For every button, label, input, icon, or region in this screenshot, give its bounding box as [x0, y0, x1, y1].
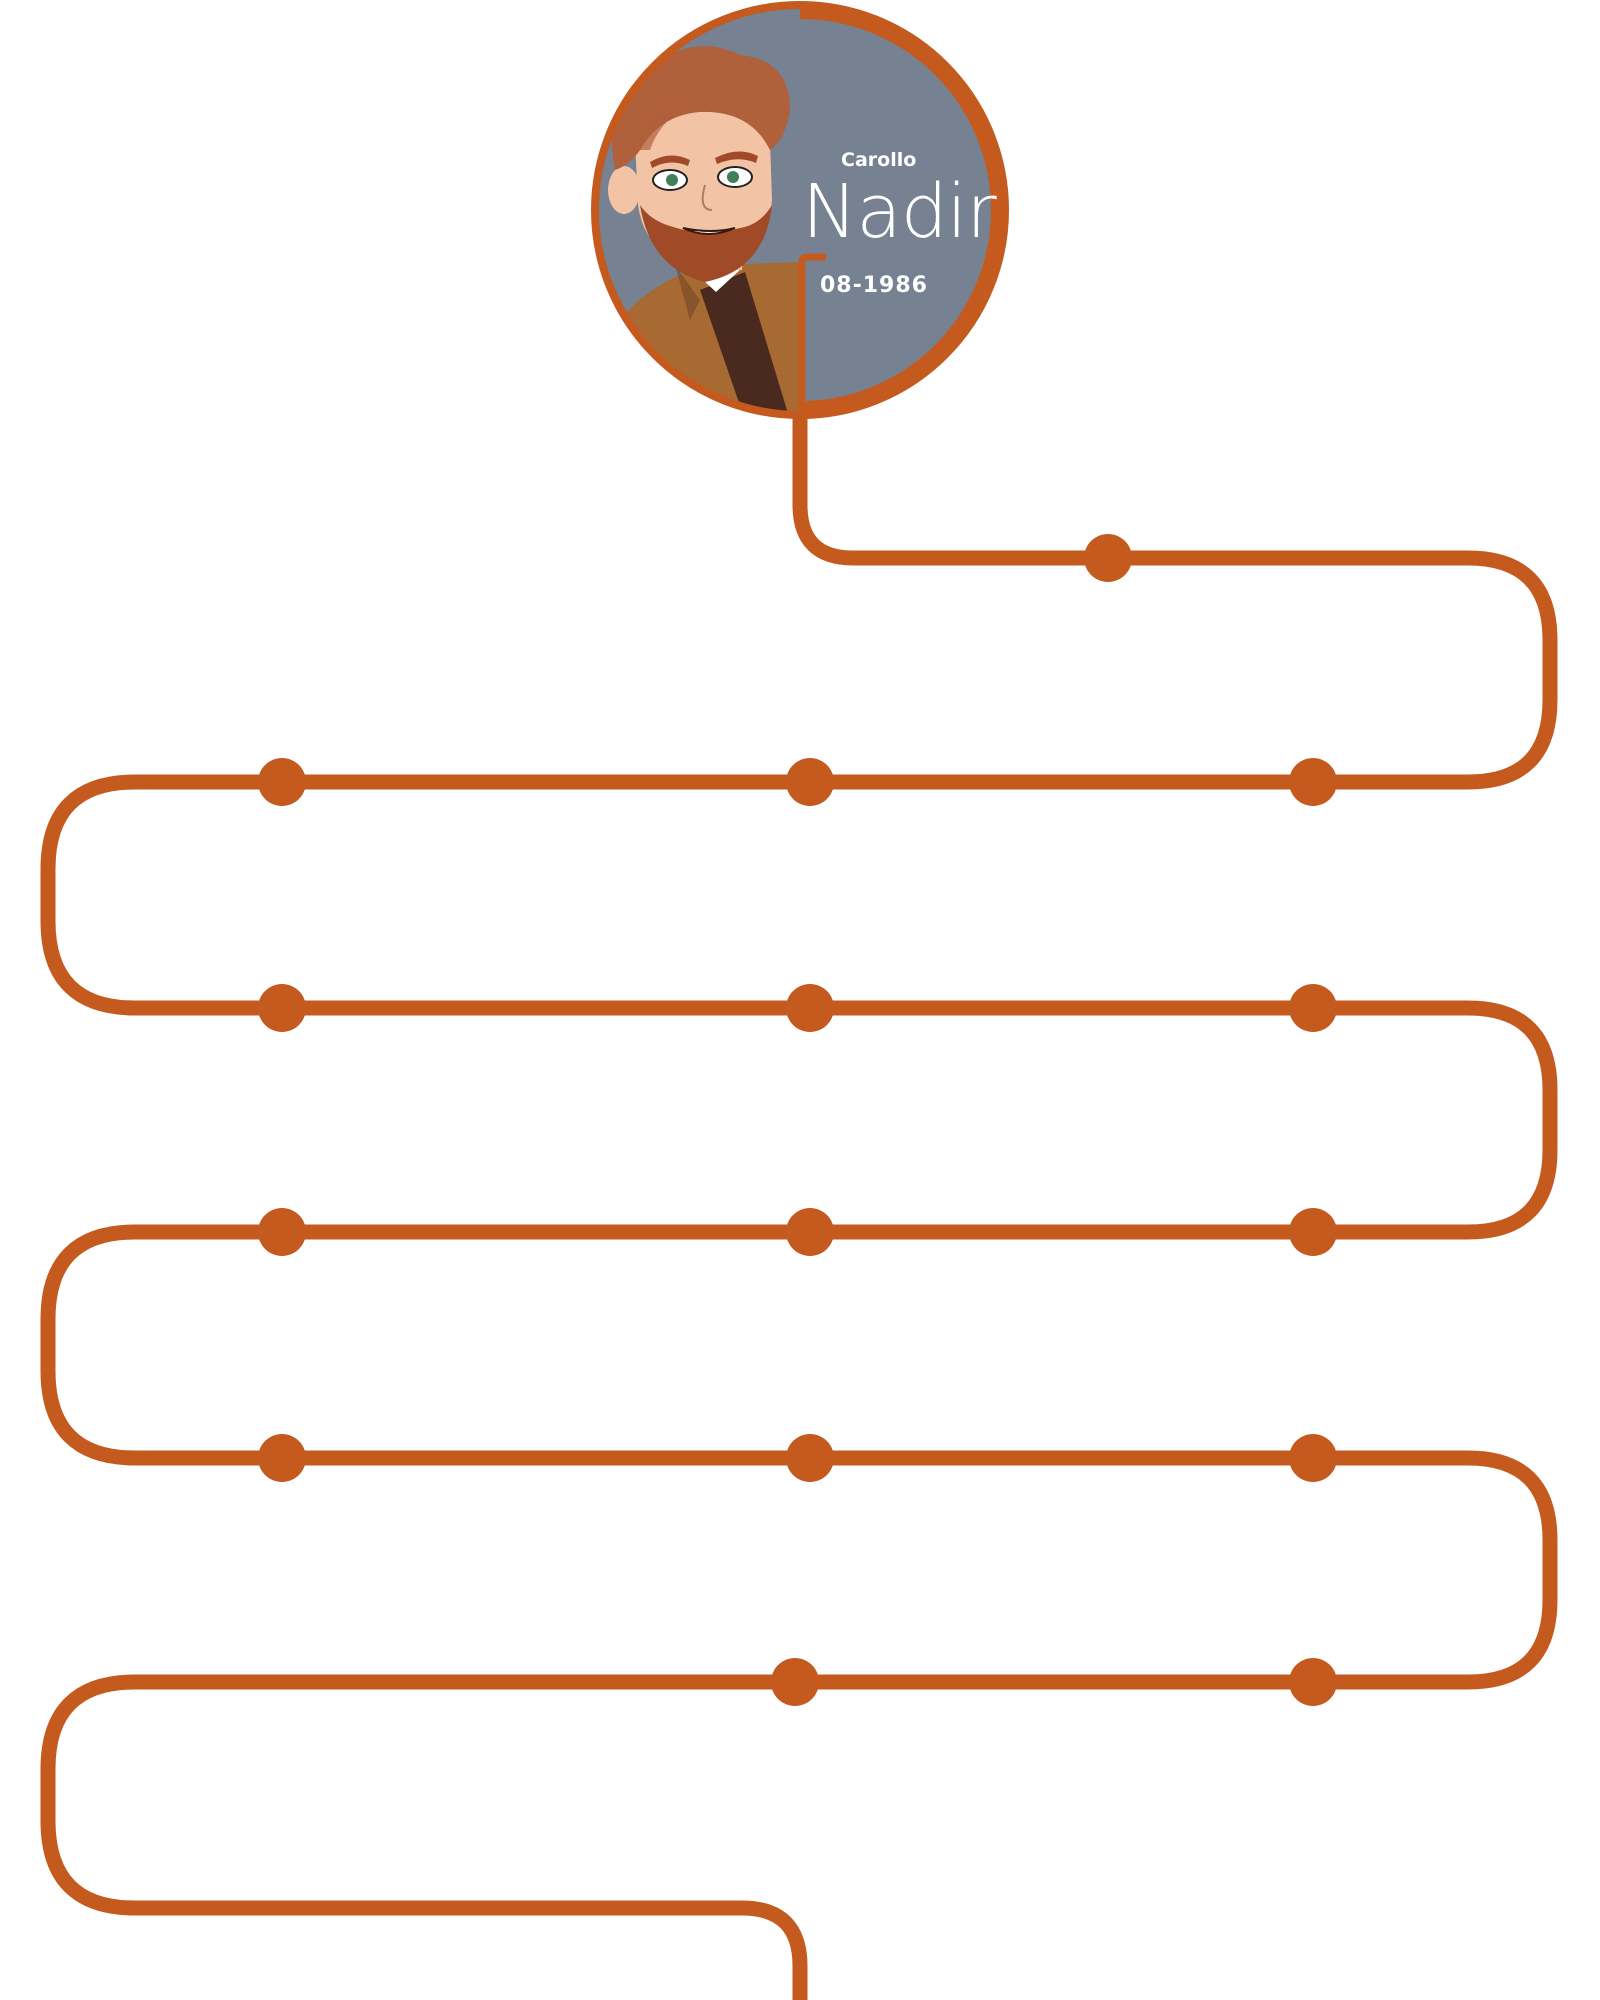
- avatar-connector: [798, 253, 826, 415]
- timeline-marker: [1084, 534, 1132, 582]
- first-name: Carollo: [841, 149, 916, 171]
- timeline-path: [40, 415, 1558, 2000]
- timeline-marker: [258, 758, 306, 806]
- profile-avatar: Carollo Nadir 08-1986: [591, 1, 1009, 419]
- timeline-marker: [1289, 1658, 1337, 1706]
- timeline-marker: [786, 1208, 834, 1256]
- bearded-man-avatar-icon: [600, 46, 800, 415]
- timeline-marker: [1289, 758, 1337, 806]
- timeline-marker: [1289, 1208, 1337, 1256]
- last-name: Nadir: [802, 169, 997, 255]
- timeline-marker: [771, 1658, 819, 1706]
- timeline-marker: [258, 984, 306, 1032]
- avatar-ring: [591, 1, 1009, 419]
- timeline-markers: [258, 534, 1337, 1706]
- timeline-marker: [1289, 984, 1337, 1032]
- timeline-marker: [1289, 1434, 1337, 1482]
- timeline-marker: [786, 758, 834, 806]
- avatar-frame-arc: [799, 5, 1005, 415]
- timeline-marker: [786, 1434, 834, 1482]
- timeline-marker: [258, 1208, 306, 1256]
- timeline-marker: [786, 984, 834, 1032]
- timeline-marker: [258, 1434, 306, 1482]
- birth-date: 08-1986: [820, 273, 928, 298]
